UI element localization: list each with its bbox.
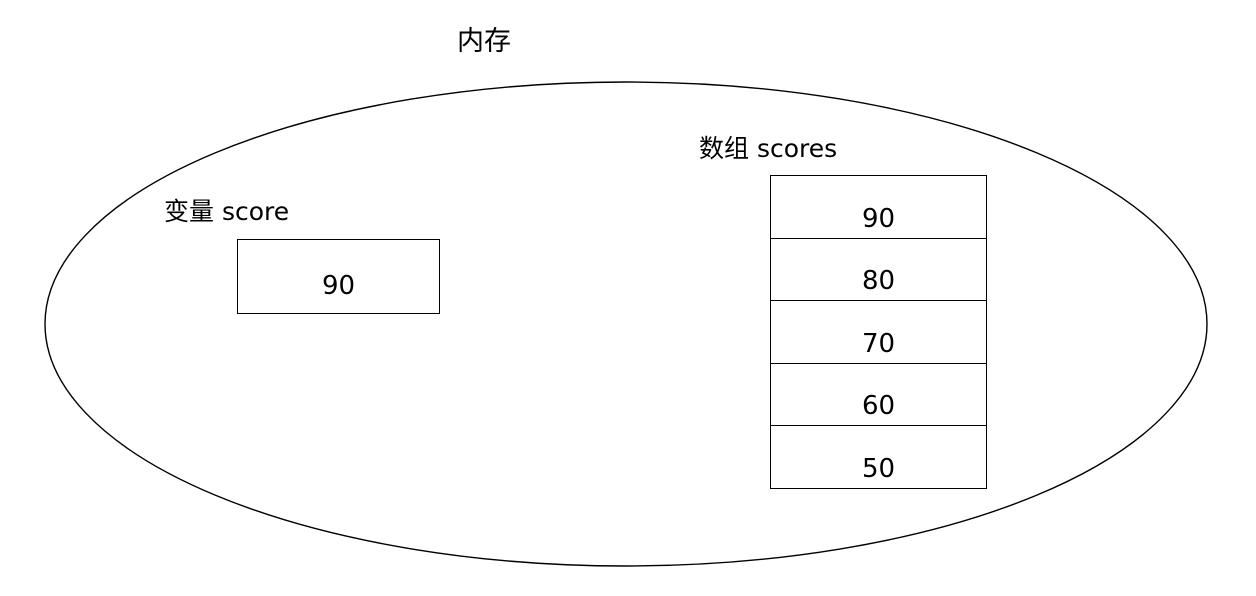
memory-ellipse-shape xyxy=(44,81,1208,567)
array-cell-value: 50 xyxy=(861,453,896,484)
array-cell-value: 80 xyxy=(861,266,896,297)
variable-box: 90 xyxy=(237,239,440,314)
array-cell-1: 80 xyxy=(771,239,986,302)
variable-label: 变量 score xyxy=(164,197,290,226)
memory-title: 内存 xyxy=(457,26,511,57)
array-cell-value: 60 xyxy=(861,391,896,422)
array-cell-2: 70 xyxy=(771,301,986,364)
variable-value: 90 xyxy=(321,271,356,301)
array-table: 90 80 70 60 50 xyxy=(770,175,987,489)
array-cell-4: 50 xyxy=(771,426,986,488)
array-label: 数组 scores xyxy=(699,134,838,163)
array-cell-value: 70 xyxy=(861,328,896,359)
array-cell-0: 90 xyxy=(771,176,986,239)
array-cell-3: 60 xyxy=(771,364,986,427)
array-cell-value: 90 xyxy=(861,203,896,234)
